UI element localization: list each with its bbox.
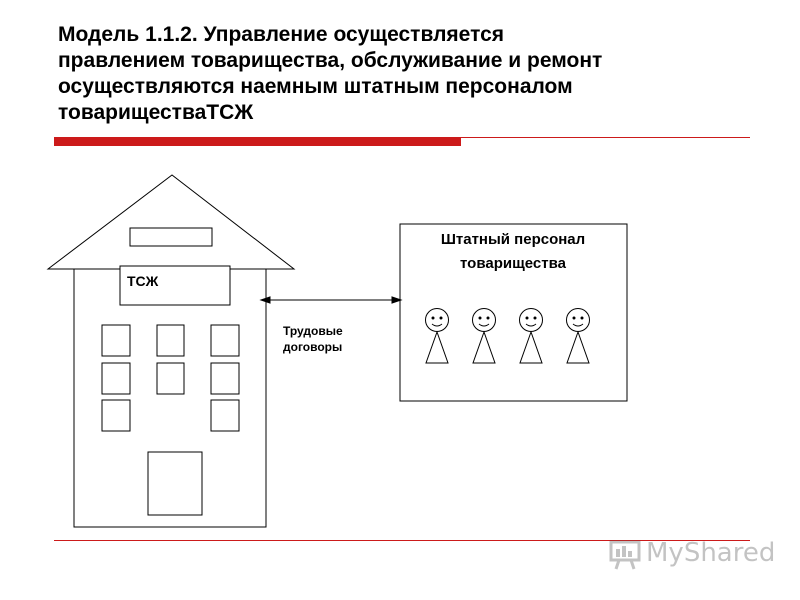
window: [210, 362, 240, 395]
window: [101, 362, 131, 395]
watermark-logo: MyShared: [608, 536, 775, 570]
building-body: [73, 268, 267, 528]
staff-figures: [425, 308, 590, 364]
arrow-head-left: [259, 296, 271, 304]
watermark-text: MyShared: [646, 538, 776, 568]
slide-title: Модель 1.1.2. Управление осуществляется …: [58, 22, 758, 126]
connector-label-line-1: Трудовые: [283, 324, 343, 338]
presentation-board-icon: [609, 540, 641, 570]
connector-label-line-2: договоры: [283, 340, 343, 354]
window: [156, 362, 185, 395]
title-line-2: правлением товарищества, обслуживание и …: [58, 49, 603, 72]
connector-label: Трудовые договоры: [283, 323, 343, 355]
building-sign: [119, 265, 231, 306]
window: [156, 324, 185, 357]
person-figure-3: [519, 308, 543, 364]
staff-box: [399, 223, 628, 402]
arrow-head-right: [391, 296, 403, 304]
building-label-tszh: ТСЖ: [127, 273, 159, 289]
window: [210, 399, 240, 432]
person-figure-4: [566, 308, 590, 364]
roof-window: [129, 227, 213, 247]
window: [101, 399, 131, 432]
staff-box-title: Штатный персонал товарищества: [400, 228, 626, 276]
building-door: [147, 451, 203, 516]
window: [210, 324, 240, 357]
title-line-1: Модель 1.1.2. Управление осуществляется: [58, 23, 505, 46]
title-line-3: осуществляются наемным штатным персонало…: [58, 75, 573, 98]
staff-title-line-2: товарищества: [460, 255, 566, 272]
staff-title-line-1: Штатный персонал: [440, 231, 586, 248]
title-underline-thin: [461, 137, 750, 138]
footer-rule: [54, 540, 750, 541]
window: [101, 324, 131, 357]
employment-contract-arrow: [259, 296, 403, 304]
building-roof: [46, 174, 296, 270]
person-figure-1: [425, 308, 449, 364]
building: [46, 174, 296, 528]
title-underline-thick: [54, 137, 461, 146]
title-line-4: товариществаТСЖ: [58, 101, 254, 124]
person-figure-2: [472, 308, 496, 364]
